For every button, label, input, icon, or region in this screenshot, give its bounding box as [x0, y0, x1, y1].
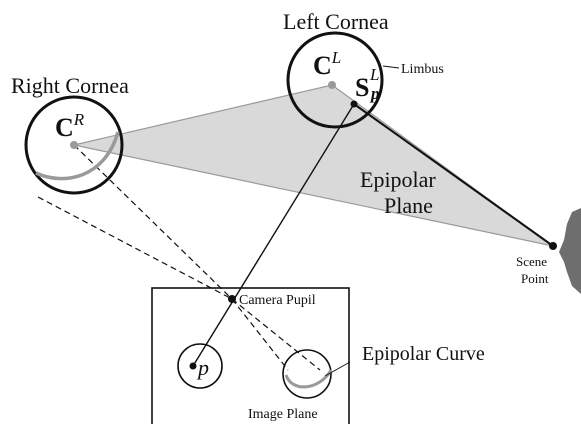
image-epipolar-curve [284, 369, 333, 389]
limbus-leader-line [382, 65, 400, 69]
surface-point-symbol: S [355, 73, 369, 102]
left-cornea-circle [286, 31, 384, 129]
surface-point-base: S [355, 73, 369, 102]
epipolar-curve-leader-line [324, 361, 351, 377]
right-cornea-center-dot [70, 141, 78, 149]
image-point-p-dot [189, 362, 197, 370]
scene-point-label-line1: Scene [516, 254, 547, 269]
surface-point-sup: L [369, 65, 379, 84]
epipolar-plane-label-line1: Epipolar [360, 167, 436, 192]
center-left-sup: L [331, 48, 341, 67]
dashed-ray-right-bottom [37, 196, 233, 300]
center-right-symbol: CR [55, 110, 85, 142]
image-plane-frame [151, 287, 350, 424]
camera-pupil-dot [228, 295, 236, 303]
scene-object-shape [559, 208, 581, 294]
epipolar-curve-label: Epipolar Curve [362, 343, 485, 365]
epipolar-plane-triangle [73, 84, 554, 247]
limbus-label: Limbus [401, 62, 444, 77]
center-left-symbol: CL [313, 48, 341, 80]
right-cornea-epipolar-arc [35, 131, 120, 181]
epipolar-plane-label-line2: Plane [384, 193, 433, 218]
image-right-cornea-circle [282, 349, 332, 399]
center-left-base: C [313, 51, 332, 80]
left-cornea-label: Left Cornea [283, 9, 389, 34]
right-cornea-label: Right Cornea [11, 73, 129, 98]
image-left-cornea-circle [177, 343, 223, 389]
surface-point-dot [350, 100, 358, 108]
image-plane-label: Image Plane [248, 407, 318, 422]
reflected-ray-to-scene [353, 103, 554, 247]
scene-point-label-line2: Point [521, 271, 549, 286]
camera-pupil-label: Camera Pupil [239, 293, 316, 308]
image-point-p-label: p [196, 355, 209, 380]
dashed-ray-pupil-to-curve-a [231, 298, 289, 371]
center-right-sup: R [73, 110, 85, 129]
scene-point-dot [549, 242, 557, 250]
dashed-ray-pupil-to-curve-b [231, 298, 321, 371]
surface-point-sub: p [369, 84, 380, 103]
center-right-base: C [55, 113, 74, 142]
dashed-ray-right-center [73, 144, 233, 300]
left-cornea-center-dot [328, 81, 336, 89]
solid-ray-surface-to-image [192, 103, 355, 367]
right-cornea-circle [24, 95, 124, 195]
